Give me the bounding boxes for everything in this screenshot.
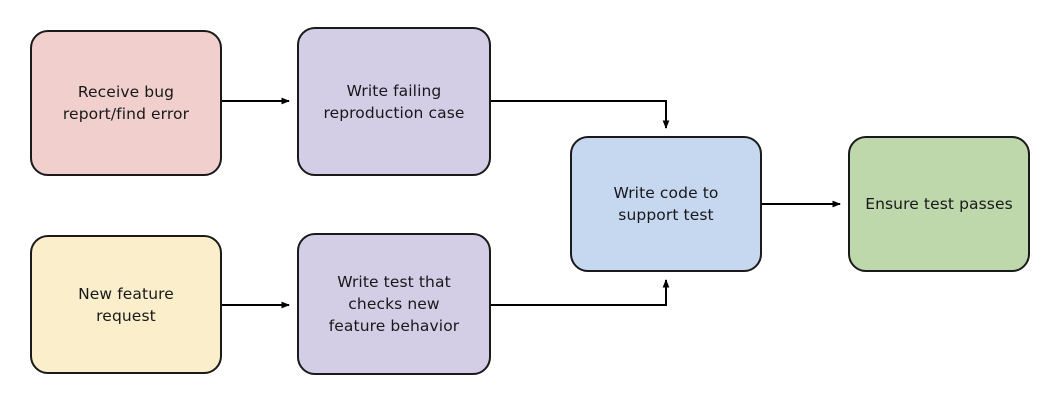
node-write-failing-reproduction-case[interactable]: Write failing reproduction case [297, 27, 491, 176]
node-label: Write test that checks new feature behav… [328, 273, 460, 335]
node-receive-bug-report[interactable]: Receive bug report/find error [30, 30, 222, 176]
node-label: Write failing reproduction case [323, 81, 465, 122]
node-write-test-checks-new-feature[interactable]: Write test that checks new feature behav… [297, 233, 491, 375]
connector-reproduction-case-to-write-code [491, 100, 670, 130]
node-ensure-test-passes[interactable]: Ensure test passes [848, 136, 1030, 272]
node-label: New feature request [78, 284, 174, 325]
node-label: Write code to support test [613, 184, 719, 224]
node-label: Ensure test passes [865, 195, 1013, 213]
node-write-code-to-support-test[interactable]: Write code to support test [570, 136, 762, 272]
node-label: Receive bug report/find error [62, 83, 190, 123]
node-new-feature-request[interactable]: New feature request [30, 235, 222, 374]
connector-write-test-to-write-code [491, 278, 670, 306]
